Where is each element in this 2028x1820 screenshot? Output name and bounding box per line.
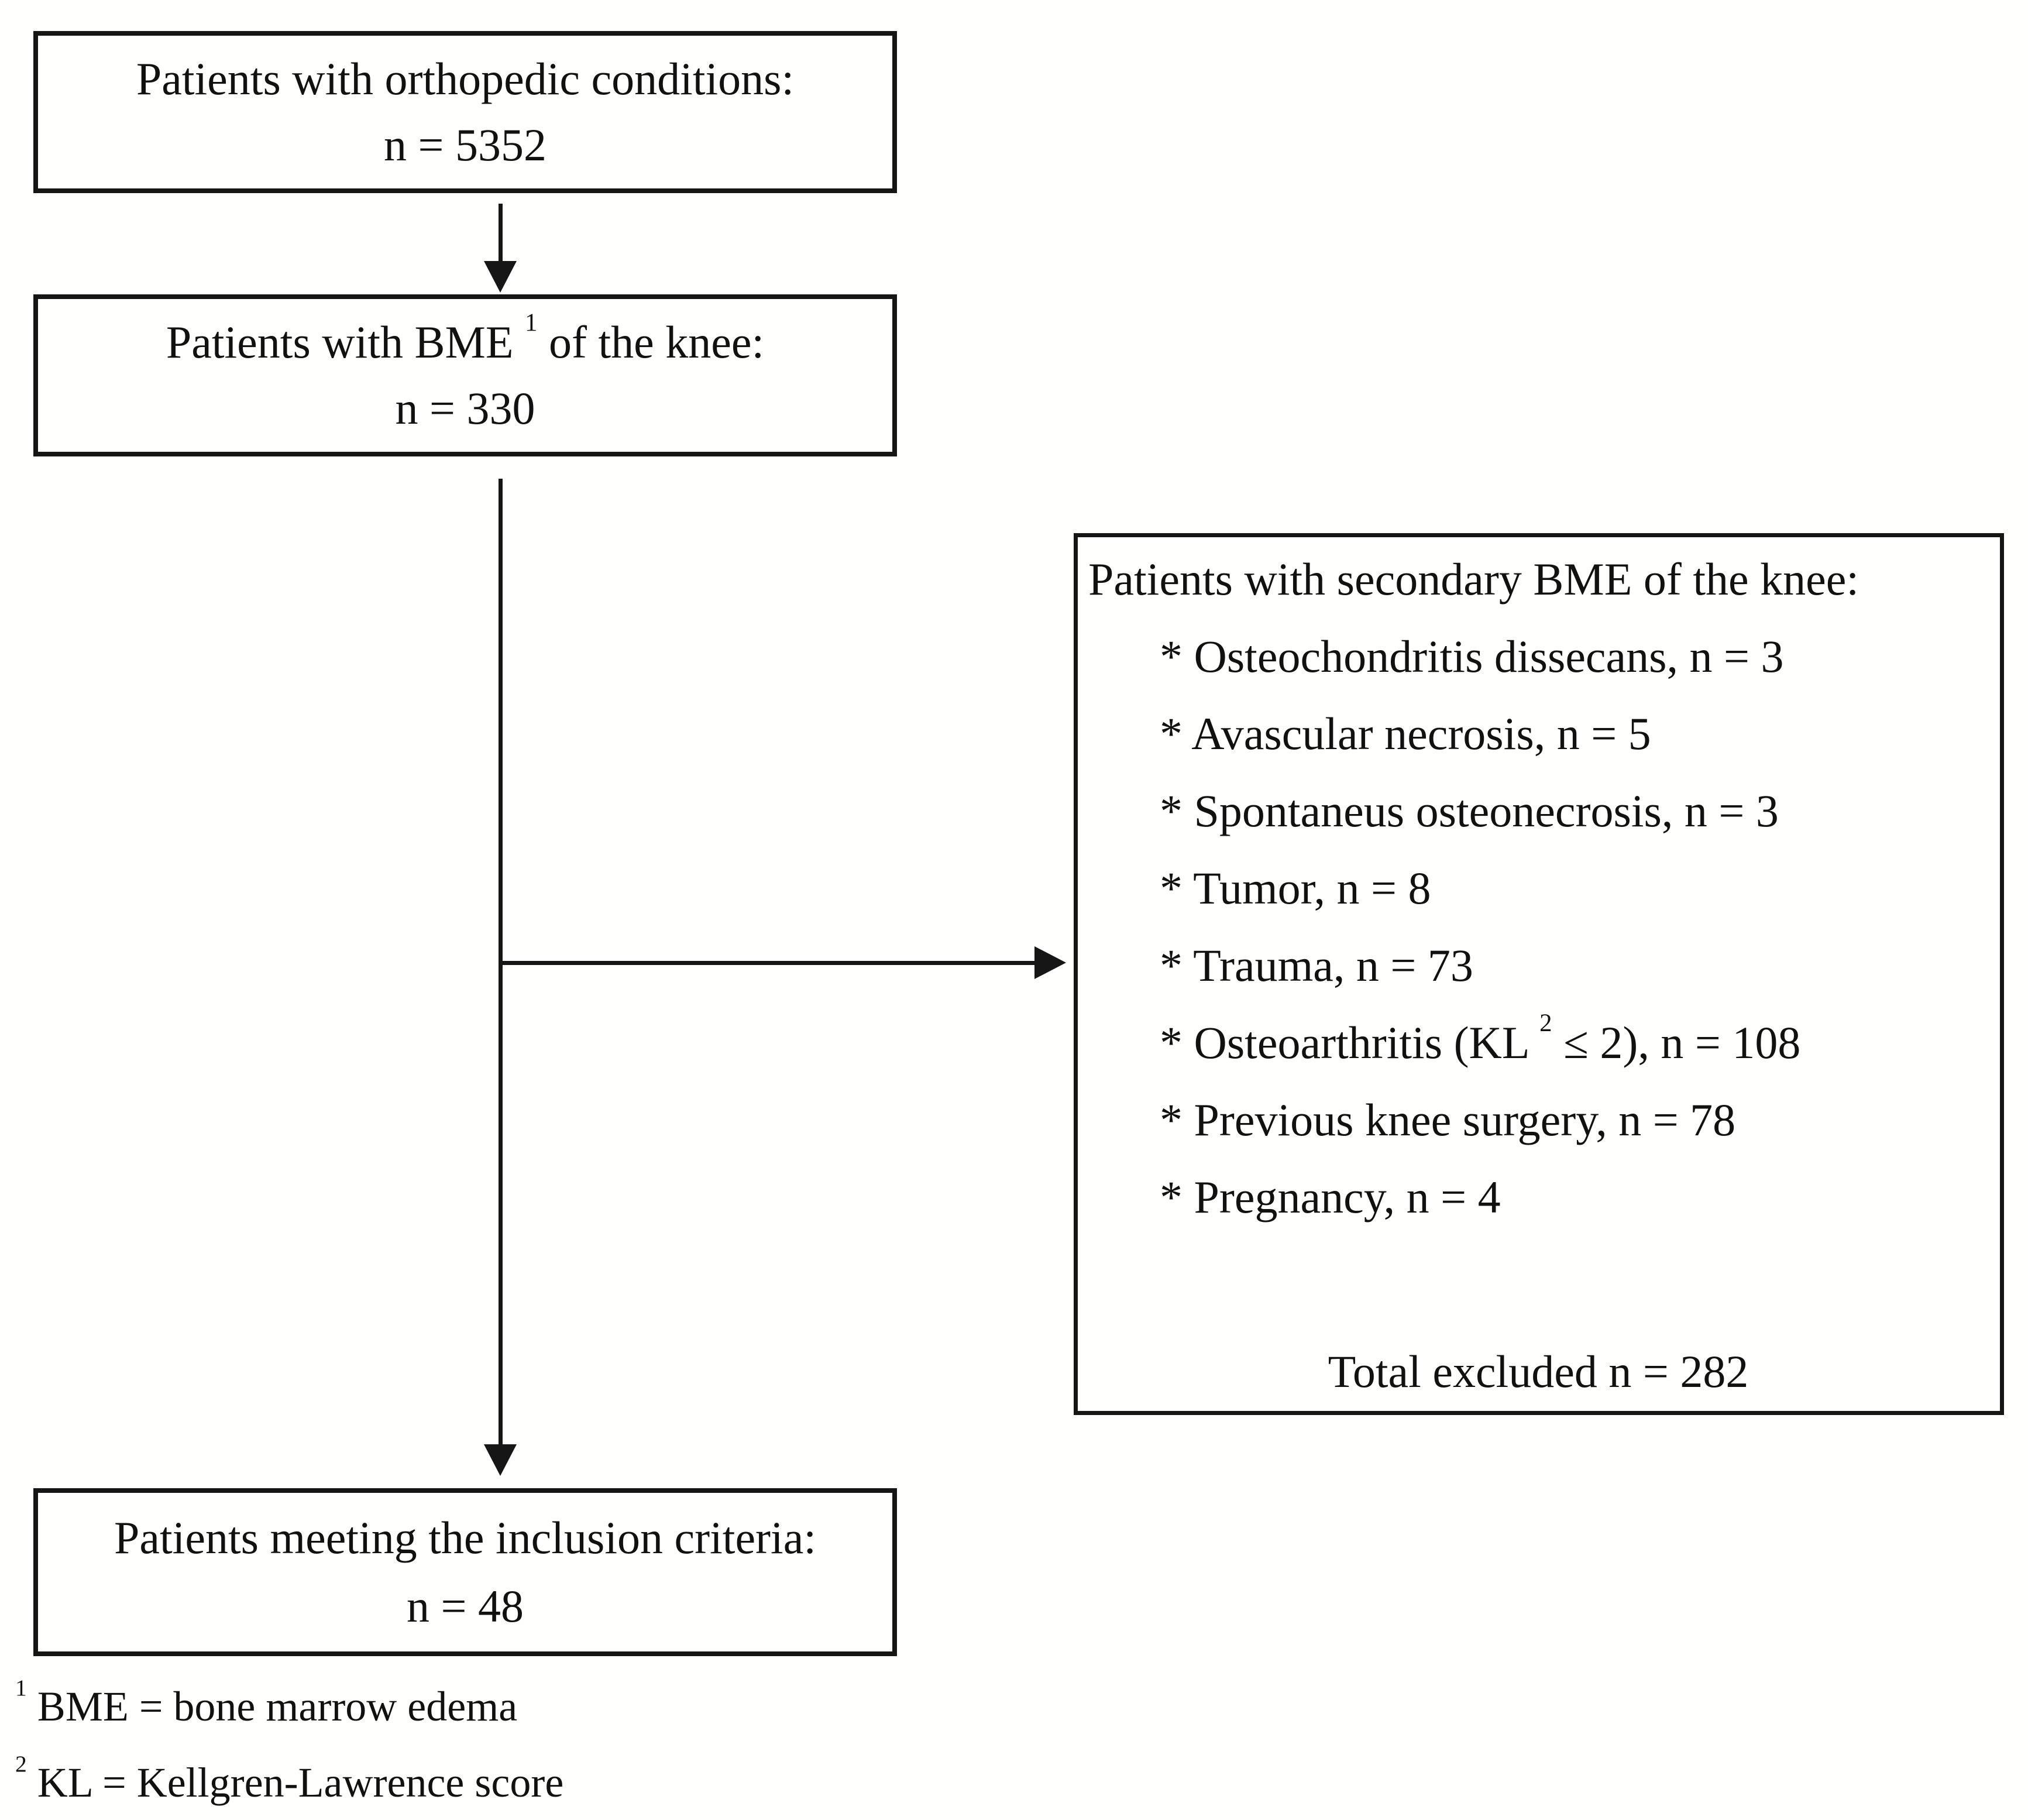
box-title: Patients meeting the inclusion criteria: [114, 1512, 816, 1564]
exclusion-item: * Avascular necrosis, n = 5 [1160, 708, 1651, 759]
superscript: 2 [1539, 1009, 1552, 1037]
down-arrow-shaft [499, 204, 503, 262]
superscript: 2 [15, 1751, 27, 1777]
box-count: n = 5352 [384, 119, 546, 170]
exclusion-item: * Spontaneus osteonecrosis, n = 3 [1160, 785, 1779, 836]
right-arrow-shaft [500, 961, 1034, 965]
right-arrow-head [1034, 946, 1066, 979]
exclusion-box: Patients with secondary BME of the knee:… [1074, 533, 2004, 1415]
footnote-bme: 1 BME = bone marrow edema [15, 1675, 518, 1730]
flow-box-orthopedic-conditions: Patients with orthopedic conditions: n =… [33, 31, 897, 193]
exclusion-total: Total excluded n = 282 [1328, 1346, 1749, 1397]
box-title: Patients with BME 1 of the knee: [166, 308, 765, 368]
down-arrow-long-head [484, 1444, 517, 1476]
exclusion-item: * Osteoarthritis (KL 2 ≤ 2), n = 108 [1160, 1009, 1801, 1068]
superscript: 1 [15, 1675, 27, 1701]
superscript: 1 [525, 308, 538, 336]
box-title: Patients with orthopedic conditions: [136, 53, 795, 104]
exclusion-title: Patients with secondary BME of the knee: [1088, 554, 1859, 605]
flow-box-bme-knee: Patients with BME 1 of the knee: n = 330 [33, 294, 897, 456]
flow-box-inclusion-criteria: Patients meeting the inclusion criteria:… [33, 1488, 897, 1656]
exclusion-item: * Pregnancy, n = 4 [1160, 1172, 1501, 1223]
exclusion-item: * Tumor, n = 8 [1160, 863, 1431, 914]
exclusion-list: * Osteochondritis dissecans, n = 3 * Avas… [1088, 618, 1988, 1236]
down-arrow-head [484, 261, 517, 293]
footnote-kl: 2 KL = Kellgren-Lawrence score [15, 1751, 564, 1806]
exclusion-item: * Previous knee surgery, n = 78 [1160, 1094, 1736, 1145]
box-count: n = 330 [395, 383, 535, 434]
exclusion-item: * Trauma, n = 73 [1160, 940, 1473, 991]
box-count: n = 48 [407, 1580, 524, 1632]
exclusion-item: * Osteochondritis dissecans, n = 3 [1160, 631, 1784, 682]
